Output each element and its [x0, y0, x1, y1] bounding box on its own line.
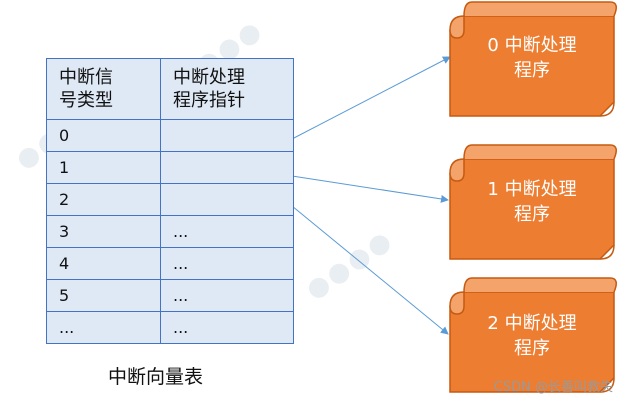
table-caption: 中断向量表 — [108, 366, 204, 388]
pointer-cell — [160, 183, 294, 216]
handler-label-0: 0 中断处理 程序 — [467, 33, 597, 83]
handler-label-0-line-1: 0 中断处理 — [487, 35, 577, 56]
handler-label-2-line-1: 2 中断处理 — [487, 313, 577, 334]
signal-cell: 5 — [46, 279, 161, 312]
signal-cell: 3 — [46, 215, 161, 248]
header-signal-line-1: 中断信 — [59, 67, 113, 88]
signal-cell: 0 — [46, 119, 161, 152]
handler-label-2: 2 中断处理 程序 — [467, 311, 597, 361]
table-row: 4 ... — [46, 247, 294, 280]
table-row: 0 — [46, 119, 294, 152]
header-pointer-line-1: 中断处理 — [173, 67, 245, 88]
handler-label-1-line-1: 1 中断处理 — [487, 179, 577, 200]
table-row: 1 — [46, 151, 294, 184]
table-row: 5 ... — [46, 279, 294, 312]
table-header-row: 中断信 号类型 中断处理 程序指针 — [46, 58, 294, 120]
signal-cell: 2 — [46, 183, 161, 216]
header-signal-line-2: 号类型 — [59, 90, 113, 111]
signal-cell: 4 — [46, 247, 161, 280]
arrow-0 — [291, 56, 451, 140]
signal-cell: 1 — [46, 151, 161, 184]
arrow-1 — [291, 175, 449, 203]
handler-banner-2 — [449, 277, 617, 393]
pointer-cell — [160, 119, 294, 152]
signal-cell: ... — [46, 311, 161, 344]
header-handler-pointer: 中断处理 程序指针 — [160, 58, 294, 120]
pointer-cell — [160, 151, 294, 184]
handler-banner-0 — [449, 1, 617, 117]
table-row: 2 — [46, 183, 294, 216]
pointer-cell: ... — [160, 279, 294, 312]
table-row: 3 ... — [46, 215, 294, 248]
handler-label-1-line-2: 程序 — [514, 204, 550, 225]
table-row: ... ... — [46, 311, 294, 344]
pointer-cell: ... — [160, 215, 294, 248]
header-pointer-line-2: 程序指针 — [173, 90, 245, 111]
header-signal-type: 中断信 号类型 — [46, 58, 161, 120]
pointer-cell: ... — [160, 247, 294, 280]
handler-banner-1 — [449, 144, 617, 260]
handler-label-1: 1 中断处理 程序 — [467, 177, 597, 227]
handler-label-2-line-2: 程序 — [514, 338, 550, 359]
interrupt-vector-table: 中断信 号类型 中断处理 程序指针 0 1 2 3 ... 4 ... 5 ..… — [46, 58, 294, 344]
arrow-2 — [291, 205, 449, 335]
footer-credit: CSDN @长善叫救失 — [493, 380, 613, 395]
handler-label-0-line-2: 程序 — [514, 60, 550, 81]
pointer-cell: ... — [160, 311, 294, 344]
